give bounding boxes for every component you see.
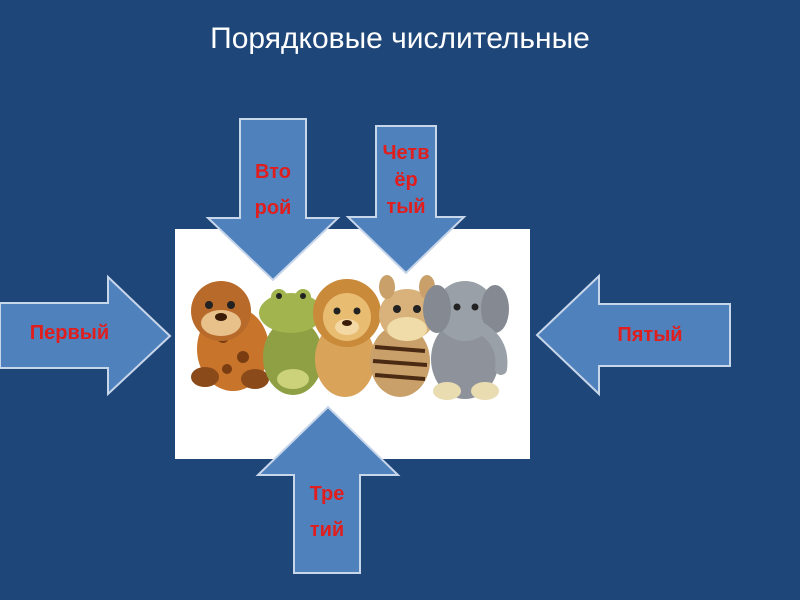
label-second: Вто рой [254,161,292,219]
arrow-down-second [205,118,341,282]
arrow-down-fourth [345,125,467,275]
toys-illustration [191,275,509,400]
zebra-toy [370,275,435,397]
label-third: Тре тий [309,483,345,541]
crocodile-toy [259,289,323,395]
giraffe-toy [191,281,269,391]
lion-toy [313,279,381,397]
label-fourth: Четв ёр тый [382,142,430,218]
arrow-up-third [255,405,401,574]
elephant-toy [423,281,509,400]
arrow-right-first [0,274,172,397]
toys-photo [175,229,530,459]
slide-title: Порядковые числительные [210,22,590,55]
label-first: Первый [29,322,110,344]
label-fifth: Пятый [617,324,683,346]
arrow-left-fifth [535,273,731,397]
